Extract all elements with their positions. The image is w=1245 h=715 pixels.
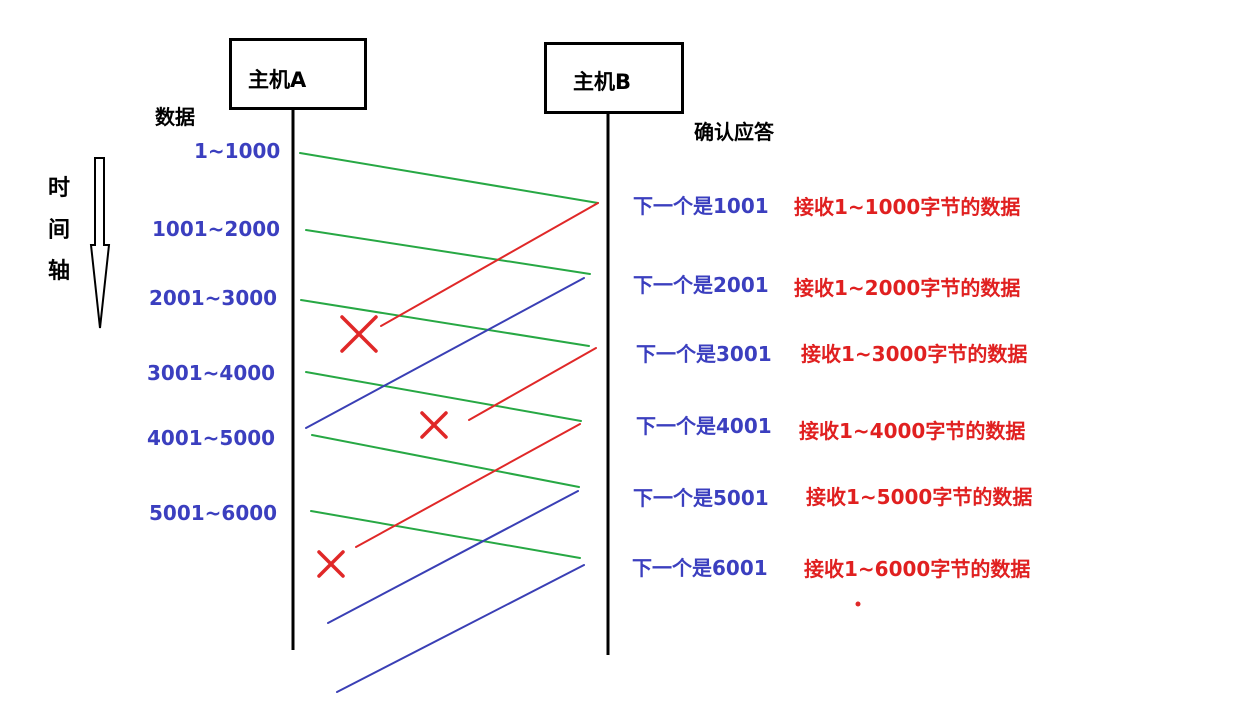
lost-ack-line [468,347,597,421]
stray-dot [855,601,861,607]
segment-label: 1~1000 [194,139,281,163]
host-a-label: 主机A [248,68,307,92]
time-axis-arrow-icon [89,157,111,329]
ack-label: 下一个是5001 [633,486,769,510]
data-header: 数据 [155,105,195,129]
data-segment-line [310,510,581,559]
data-segment-line [305,371,582,422]
data-segment-line [311,434,580,488]
loss-cross-icon [317,550,345,578]
loss-cross-icon [340,315,378,353]
ack-label: 下一个是4001 [636,414,772,438]
time-axis-char: 间 [48,218,71,243]
segment-label: 2001~3000 [149,286,278,310]
host-b-label: 主机B [573,70,632,94]
ack-line [336,564,585,693]
time-axis-char: 时 [48,176,71,201]
ack-header: 确认应答 [694,120,774,144]
received-label: 接收1~3000字节的数据 [801,342,1028,366]
ack-label: 下一个是3001 [636,342,772,366]
received-label: 接收1~1000字节的数据 [794,195,1021,219]
segment-label: 1001~2000 [152,217,281,241]
received-label: 接收1~4000字节的数据 [799,419,1026,443]
ack-label: 下一个是2001 [633,273,769,297]
lost-ack-line [355,423,581,548]
data-segment-line [300,299,590,347]
segment-label: 3001~4000 [147,361,276,385]
ack-line [305,277,585,429]
host-a-box [229,38,367,110]
received-label: 接收1~6000字节的数据 [804,557,1031,581]
ack-line [327,490,579,624]
lost-ack-line [380,202,599,327]
received-label: 接收1~2000字节的数据 [794,276,1021,300]
segment-label: 5001~6000 [149,501,278,525]
loss-cross-icon [420,411,448,439]
data-segment-line [305,229,591,275]
received-label: 接收1~5000字节的数据 [806,485,1033,509]
segment-label: 4001~5000 [147,426,276,450]
host-b-box [544,42,684,114]
time-axis-char: 轴 [48,259,71,284]
ack-label: 下一个是1001 [633,194,769,218]
ack-label: 下一个是6001 [632,556,768,580]
data-segment-line [299,152,599,204]
